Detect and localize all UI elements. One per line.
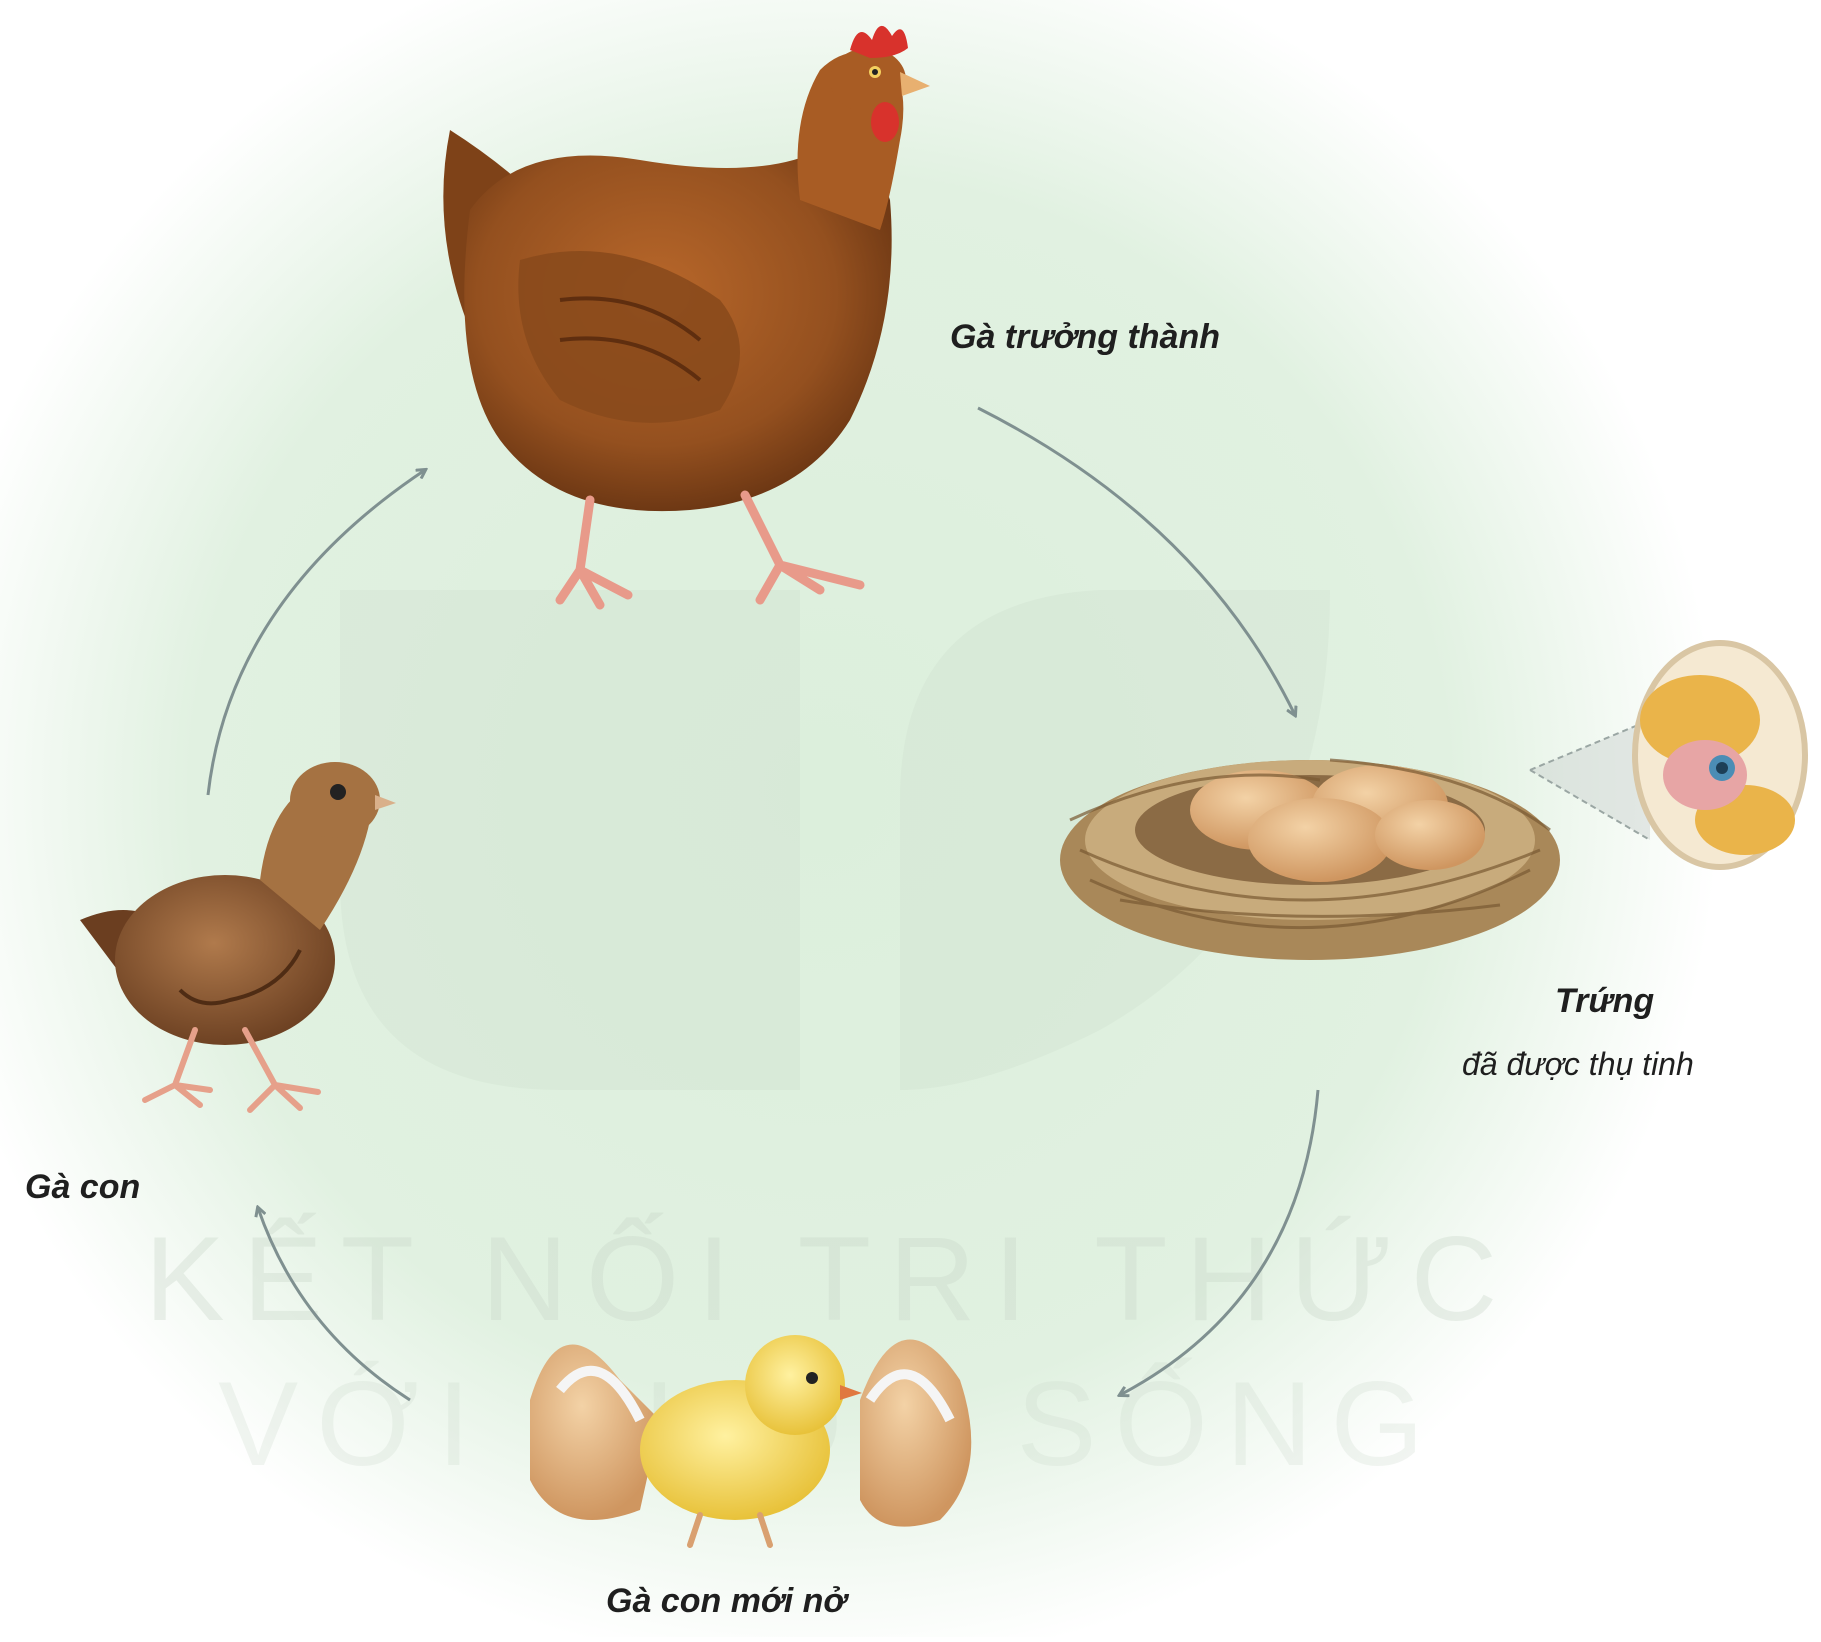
watermark-line1: KẾT NỐI TRI THỨC: [145, 1212, 1516, 1346]
nest-illustration: [1060, 760, 1560, 960]
hatchling-illustration: [530, 1335, 971, 1545]
label-fertilized-egg-subtitle: đã được thụ tinh: [1462, 1046, 1694, 1083]
watermark-logo-left: [340, 590, 800, 1090]
egg: [1375, 800, 1485, 870]
label-chick: Gà con: [25, 1168, 140, 1207]
label-adult-hen: Gà trưởng thành: [950, 318, 1220, 357]
label-hatchling: Gà con mới nở: [606, 1582, 846, 1621]
label-fertilized-egg: Trứng: [1555, 982, 1654, 1021]
egg: [1248, 798, 1392, 882]
